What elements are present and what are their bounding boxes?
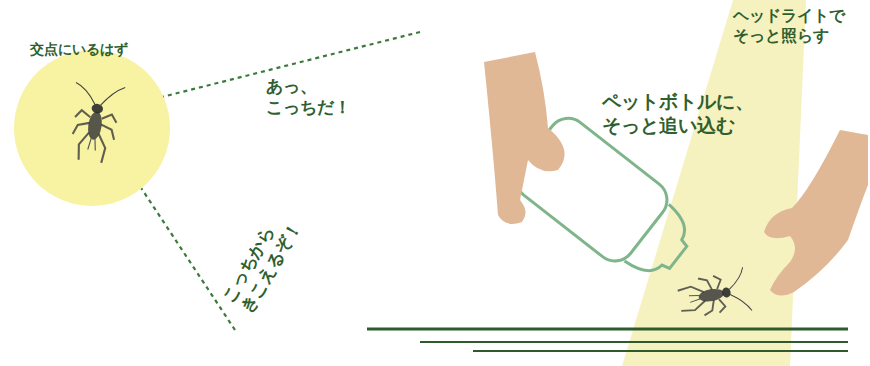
note-label: ヘッドライトで そっと照らす [733,6,845,46]
cricket [14,50,170,206]
left-hand [484,52,565,224]
node-heading: 交点にいるはず [30,41,128,59]
light-beam [622,0,806,366]
yellow-circle: 交点にいるはず [14,50,170,206]
ground-line [367,328,848,331]
ground-line [473,350,848,352]
cricket [676,267,752,323]
ground-line [420,341,848,343]
note-label: あっ、 こっちだ！ [266,76,351,119]
note-label: ペットボトルに、 そっと追い込む [602,90,754,138]
right-hand [764,130,868,296]
note-label: こっちから きこえるぞ！ [218,207,306,317]
